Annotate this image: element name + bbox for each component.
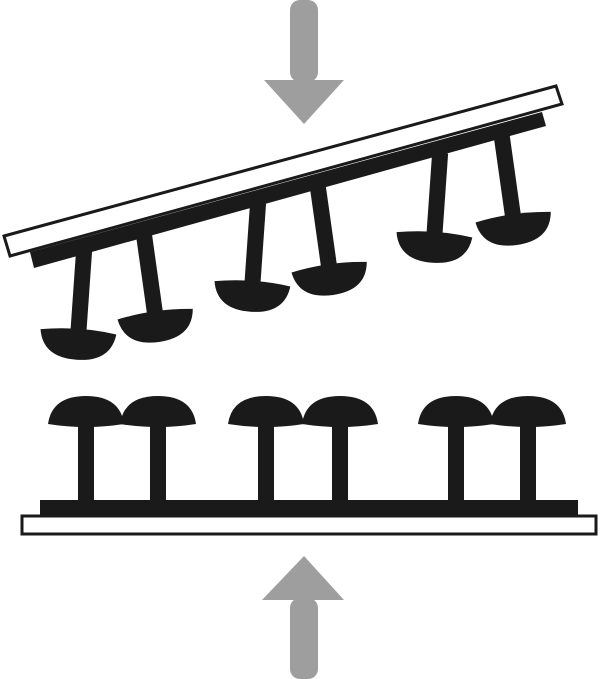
mushroom-hook (464, 130, 555, 251)
mushroom-hook (418, 396, 494, 506)
bottom-fastener-strip (20, 396, 598, 536)
top-backing-plate (2, 84, 564, 258)
mushroom-hook (228, 396, 304, 506)
bottom-backing-plate (20, 514, 598, 536)
arrow-down-icon (264, 0, 344, 124)
mushroom-hook (490, 396, 566, 506)
mushroom-hook (48, 396, 124, 506)
mushroom-hook (106, 227, 197, 348)
mushroom-hook (212, 199, 297, 315)
mushroom-hook (394, 150, 479, 266)
top-base-strip (30, 112, 546, 268)
bottom-base-strip (40, 500, 578, 516)
mushroom-hook (280, 180, 371, 301)
arrow-up-icon (262, 556, 344, 679)
mushroom-hook (302, 396, 378, 506)
top-fastener-strip (2, 84, 564, 363)
mushroom-hook (38, 247, 123, 363)
bottom-mushroom-group (48, 396, 566, 506)
mushroom-hook (120, 396, 196, 506)
